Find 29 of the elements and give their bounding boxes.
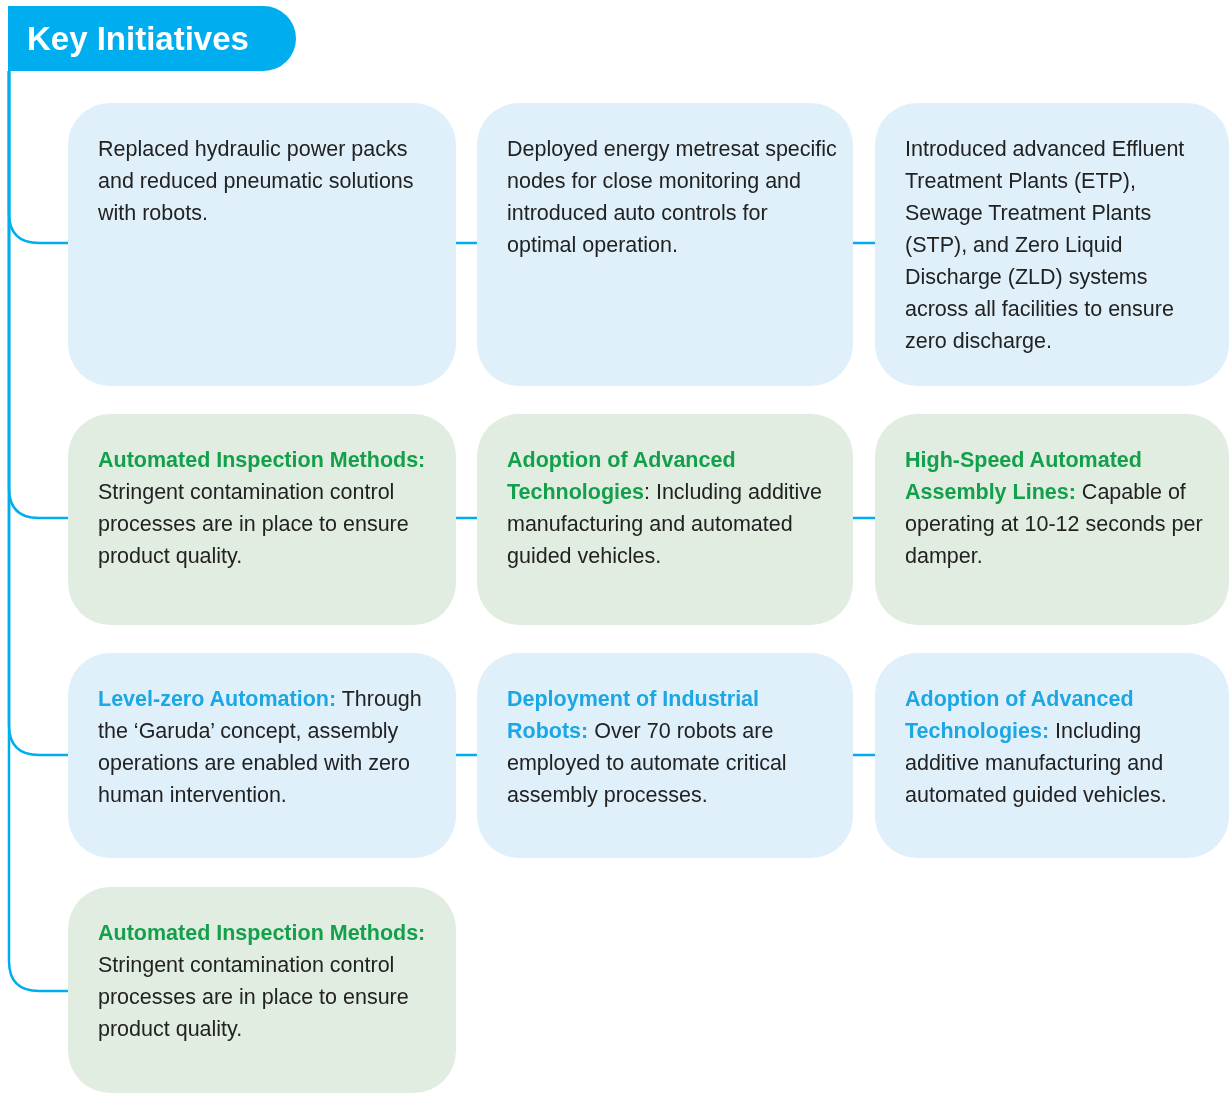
title-tab [8, 6, 296, 71]
card-text: Deployment of Industrial Robots: Over 70 robots are employed to automate critical assembly processes. [507, 686, 788, 809]
connector-line [7, 71, 68, 993]
initiative-card [477, 414, 853, 625]
initiative-card [477, 653, 853, 858]
connector-line [456, 516, 477, 520]
card-text: High-Speed Automated Assembly Lines: Capable of operating at 10-12 seconds per damper. [905, 447, 1204, 570]
heading-text: Key Initiatives [27, 19, 249, 58]
card-text: Automated Inspection Methods: Stringent contamination control processes are in place to ensure product quality. [98, 447, 427, 570]
connector-line [456, 753, 477, 757]
connector-line [456, 241, 477, 245]
initiative-card [68, 414, 456, 625]
initiative-card [68, 887, 456, 1093]
card-text: Adoption of Advanced Technologies: Including additive manufacturing and automated guided vehicles. [905, 686, 1168, 809]
card-text: Deployed energy metresat specific nodes for close monitoring and introduced auto controls for optimal operation. [507, 136, 838, 259]
initiative-card [875, 653, 1229, 858]
connector-line [853, 516, 875, 520]
initiative-card [875, 414, 1229, 625]
connector-line [853, 753, 875, 757]
initiative-card [875, 103, 1229, 386]
card-text: Automated Inspection Methods: Stringent contamination control processes are in place to ensure product quality. [98, 920, 427, 1043]
card-text: Introduced advanced Effluent Treatment Plants (ETP), Sewage Treatment Plants (STP), and Zero Liquid Discharge (ZLD) systems across all facilities to ensure zero discharge. [905, 136, 1186, 355]
initiative-card [68, 653, 456, 858]
card-text: Level-zero Automation: Through the ‘Garuda’ concept, assembly operations are enabled with zero human intervention. [98, 686, 423, 809]
card-text: Adoption of Advanced Technologies: Including additive manufacturing and automated guided vehicles. [507, 447, 824, 570]
initiative-card [477, 103, 853, 386]
initiative-card [68, 103, 456, 386]
card-text: Replaced hydraulic power packs and reduced pneumatic solutions with robots. [98, 136, 415, 227]
connector-line [853, 241, 875, 245]
